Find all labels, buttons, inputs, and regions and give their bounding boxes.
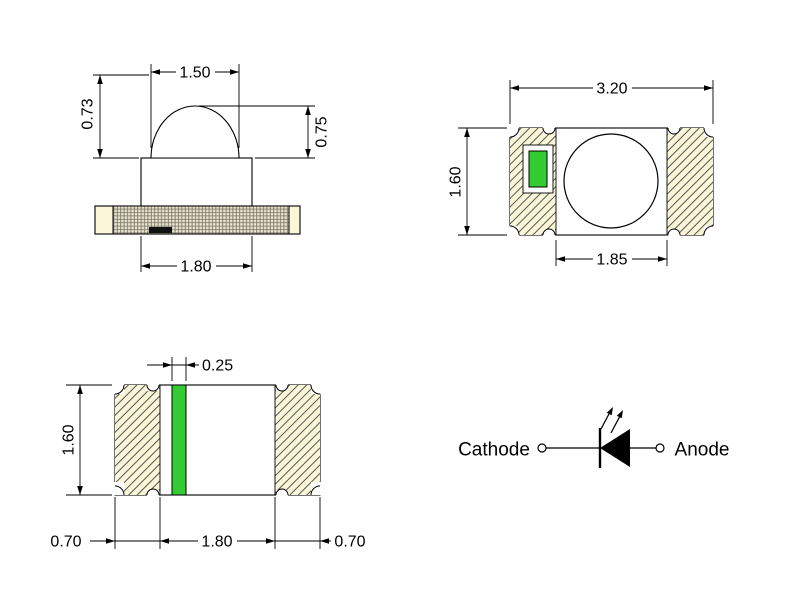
dim-dome-height: 0.75 bbox=[314, 116, 331, 147]
bottom-view-dimension-arrows bbox=[77, 362, 329, 544]
dim-bottom-package-height: 1.60 bbox=[61, 424, 78, 455]
side-view-dimension-arrows bbox=[97, 69, 311, 269]
diode-triangle bbox=[600, 429, 630, 467]
dim-package-height: 1.60 bbox=[448, 166, 465, 197]
anode-terminal-dot bbox=[655, 443, 665, 453]
led-circuit-symbol: Cathode Anode bbox=[458, 407, 729, 468]
bottom-view-right-pad bbox=[275, 385, 320, 495]
top-view-right-pad bbox=[667, 128, 713, 235]
top-view: 3.20 1.60 1.85 bbox=[448, 80, 717, 269]
dim-left-height: 0.73 bbox=[80, 98, 97, 129]
lens-circle bbox=[563, 133, 659, 229]
cathode-mark bbox=[149, 227, 172, 233]
dim-dome-width: 1.50 bbox=[179, 65, 210, 82]
dim-right-pad-width: 0.70 bbox=[334, 534, 365, 551]
cathode-label: Cathode bbox=[458, 440, 530, 461]
led-chip bbox=[528, 150, 548, 188]
anode-label: Anode bbox=[675, 440, 730, 461]
emission-arrows-icon bbox=[600, 407, 623, 434]
bottom-view-left-pad bbox=[115, 385, 160, 495]
dim-cavity-width: 1.85 bbox=[596, 252, 627, 269]
led-body bbox=[140, 157, 253, 207]
top-view-corner-notches bbox=[506, 124, 717, 239]
dim-center-width: 1.80 bbox=[201, 534, 232, 551]
cathode-terminal-dot bbox=[537, 443, 547, 453]
dim-package-width: 3.20 bbox=[596, 81, 627, 98]
dim-body-width: 1.80 bbox=[180, 259, 211, 276]
side-view: 1.50 0.73 0.75 1.80 bbox=[80, 64, 331, 276]
cathode-stripe bbox=[171, 384, 187, 496]
dim-left-pad-width: 0.70 bbox=[50, 534, 81, 551]
leadframe-knurl bbox=[112, 205, 290, 235]
bottom-view-corner-notches bbox=[111, 381, 324, 500]
dim-cathode-mark-width: 0.25 bbox=[202, 358, 233, 375]
top-view-dimension-arrows bbox=[464, 85, 713, 262]
led-dome bbox=[150, 105, 240, 159]
bottom-view-pad-inner-edges bbox=[159, 385, 276, 495]
top-view-pad-inner-edges bbox=[555, 128, 668, 235]
bottom-view: 0.25 1.60 0.70 1.80 0.70 bbox=[50, 357, 366, 551]
